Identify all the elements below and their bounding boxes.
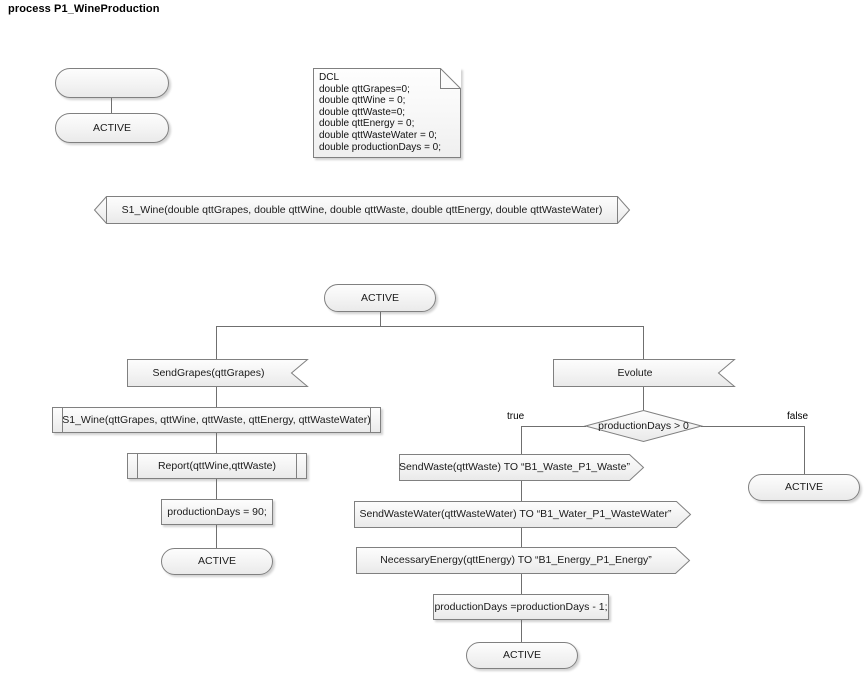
procedure-call-s1-wine-label: S1_Wine(qttGrapes, qttWine, qttWaste, qt… bbox=[62, 413, 371, 426]
declaration-note-text: DCL double qttGrapes=0; double qttWine =… bbox=[319, 72, 455, 153]
procedure-call-report-label: Report(qttWine,qttWaste) bbox=[157, 459, 277, 472]
edge-evolute-to-decision bbox=[643, 387, 644, 410]
state-active-left-end-label: ACTIVE bbox=[198, 555, 236, 568]
output-signal-sendwaste[interactable]: SendWaste(qttWaste) TO “B1_Waste_P1_Wast… bbox=[399, 454, 645, 481]
state-active-main[interactable]: ACTIVE bbox=[324, 284, 436, 312]
declaration-line-0: double qttGrapes=0; bbox=[319, 83, 410, 95]
edge-split-bus bbox=[216, 326, 644, 327]
edge-true-down bbox=[521, 426, 522, 454]
edge-proc2-to-assignment bbox=[216, 479, 217, 499]
edge-assignment-to-active-left bbox=[216, 525, 217, 548]
state-active-right-end-label: ACTIVE bbox=[503, 649, 541, 662]
procedure-call-report[interactable]: Report(qttWine,qttWaste) bbox=[127, 453, 307, 479]
state-active-false-end[interactable]: ACTIVE bbox=[748, 474, 860, 501]
edge-decrement-to-active-right bbox=[521, 620, 522, 642]
assignment-productiondays-90-label: productionDays = 90; bbox=[167, 505, 267, 518]
signal-out-shape-1 bbox=[399, 454, 645, 481]
decision-true-label: true bbox=[507, 411, 525, 422]
state-active-initial-label: ACTIVE bbox=[93, 121, 131, 134]
edge-decision-false bbox=[701, 426, 805, 427]
procedure-call-s1-wine[interactable]: S1_Wine(qttGrapes, qttWine, qttWaste, qt… bbox=[52, 407, 381, 433]
input-signal-sendgrapes[interactable]: SendGrapes(qttGrapes) bbox=[127, 359, 309, 387]
decision-productiondays-gt-0[interactable]: productionDays > 0 bbox=[583, 409, 704, 443]
declaration-line-3: double qttEnergy = 0; bbox=[319, 118, 415, 130]
edge-main-state-down bbox=[380, 312, 381, 327]
start-node[interactable] bbox=[55, 68, 169, 98]
output-signal-necessaryenergy[interactable]: NecessaryEnergy(qttEnergy) TO “B1_Energy… bbox=[356, 547, 691, 574]
edge-sendwastewater-to-necessaryenergy bbox=[521, 528, 522, 547]
state-active-right-end[interactable]: ACTIVE bbox=[466, 642, 578, 669]
edge-necessaryenergy-to-assignment bbox=[521, 574, 522, 594]
state-active-main-label: ACTIVE bbox=[361, 291, 399, 304]
edge-sendgrapes-to-proc1 bbox=[216, 387, 217, 407]
edge-sendwaste-to-sendwastewater bbox=[521, 481, 522, 501]
signal-both-shape bbox=[93, 196, 631, 224]
declaration-line-5: double productionDays = 0; bbox=[319, 141, 442, 153]
page-title: process P1_WineProduction bbox=[8, 3, 160, 15]
note-shape bbox=[313, 68, 461, 158]
signal-in-shape-evolute bbox=[553, 359, 736, 387]
state-active-false-end-label: ACTIVE bbox=[785, 481, 823, 494]
output-signal-sendwastewater[interactable]: SendWasteWater(qttWasteWater) TO “B1_Wat… bbox=[354, 501, 692, 528]
edge-bus-to-right-branch bbox=[643, 326, 644, 359]
signal-out-shape-3 bbox=[356, 547, 691, 574]
input-signal-evolute[interactable]: Evolute bbox=[553, 359, 736, 387]
signal-out-shape-2 bbox=[354, 501, 692, 528]
declaration-line-2: double qttWaste=0; bbox=[319, 106, 406, 118]
decision-false-label: false bbox=[787, 411, 809, 422]
edge-proc1-to-proc2 bbox=[216, 433, 217, 453]
edge-false-down bbox=[804, 426, 805, 474]
declaration-note[interactable]: DCL double qttGrapes=0; double qttWine =… bbox=[313, 68, 461, 158]
edge-decision-true bbox=[521, 426, 586, 427]
decision-shape bbox=[583, 409, 704, 443]
signal-in-shape bbox=[127, 359, 309, 387]
assignment-productiondays-decrement[interactable]: productionDays =productionDays - 1; bbox=[433, 594, 609, 620]
state-active-left-end[interactable]: ACTIVE bbox=[161, 548, 273, 575]
declaration-line-1: double qttWine = 0; bbox=[319, 95, 406, 107]
assignment-productiondays-90[interactable]: productionDays = 90; bbox=[161, 499, 273, 525]
edge-start-to-first-state bbox=[111, 98, 112, 113]
signal-definition-s1-wine[interactable]: S1_Wine(double qttGrapes, double qttWine… bbox=[93, 196, 631, 224]
state-active-initial[interactable]: ACTIVE bbox=[55, 113, 169, 143]
declaration-line-4: double qttWasteWater = 0; bbox=[319, 129, 437, 141]
assignment-productiondays-decrement-label: productionDays =productionDays - 1; bbox=[434, 600, 608, 613]
edge-bus-to-left-branch bbox=[216, 326, 217, 359]
declaration-header: DCL bbox=[319, 72, 340, 83]
